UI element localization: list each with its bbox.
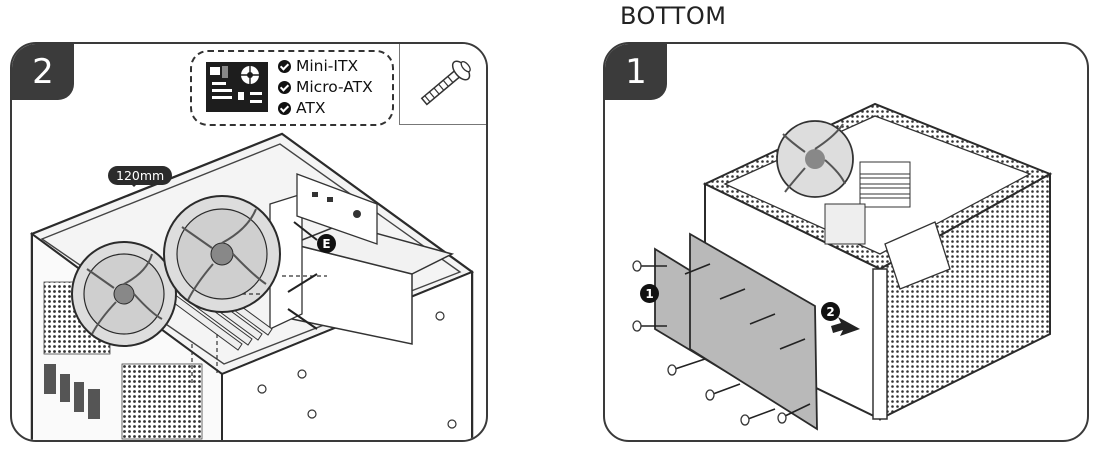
case-top-view-illustration (29, 132, 475, 440)
check-circle-icon (278, 60, 291, 73)
case-bottom-panel-removal-illustration (632, 102, 1053, 431)
form-factor-label: Mini-ITX (296, 57, 359, 75)
form-factor-label: Micro-ATX (296, 78, 373, 96)
form-factor-label: ATX (296, 99, 326, 117)
bottom-view-title: BOTTOM (620, 2, 727, 30)
screw-type-marker: E (317, 234, 336, 253)
screw-type-box (399, 44, 486, 125)
check-circle-icon (278, 81, 291, 94)
callout-marker-1: 1 (640, 284, 659, 303)
motherboard-icon (206, 62, 268, 112)
form-factor-list: Mini-ITX Micro-ATX ATX (278, 56, 373, 119)
step-number: 1 (625, 52, 647, 92)
fan-size-label: 120mm (108, 166, 173, 187)
screw-icon (420, 60, 471, 106)
motherboard-compatibility-callout: Mini-ITX Micro-ATX ATX (190, 50, 394, 126)
form-factor-item: Micro-ATX (278, 77, 373, 98)
step-number: 2 (32, 52, 54, 92)
check-circle-icon (278, 102, 291, 115)
form-factor-item: ATX (278, 98, 373, 119)
callout-marker-2: 2 (821, 302, 840, 321)
step-1-panel: 1 1 2 (603, 42, 1089, 442)
step-2-panel: 2 Mini-ITX Micro-ATX (10, 42, 488, 442)
step-number-badge: 1 (605, 44, 667, 100)
form-factor-item: Mini-ITX (278, 56, 373, 77)
step-number-badge: 2 (12, 44, 74, 100)
